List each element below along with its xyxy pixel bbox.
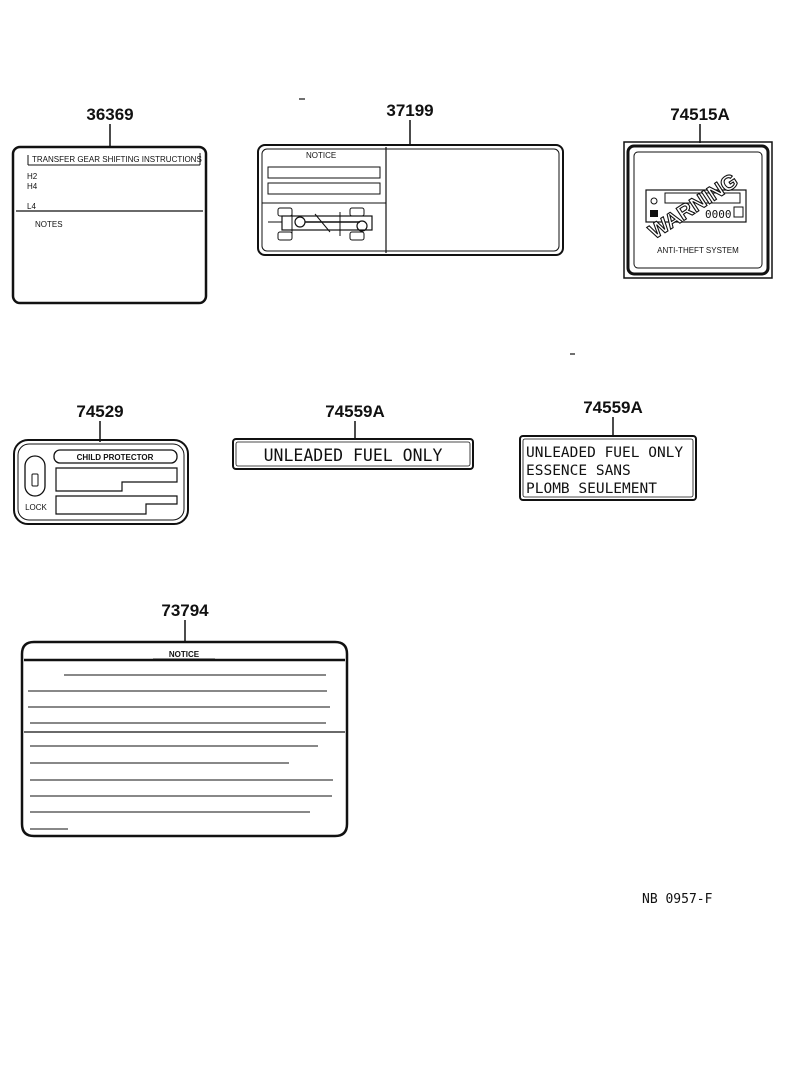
label-36369: 36369 TRANSFER GEAR SHIFTING INSTRUCTION…: [11, 105, 208, 305]
label-74515A: 74515A 0000 WARNING ANTI-THEFT SYSTEM: [623, 105, 773, 279]
label-outline: [623, 141, 773, 279]
vehicle-chassis-icon: [268, 207, 373, 241]
lock-knob-icon: [31, 473, 39, 487]
text-box: [267, 182, 381, 195]
text-box: [267, 166, 381, 179]
part-number-74529: 74529: [76, 402, 123, 421]
fuel-line-2: ESSENCE SANS: [526, 463, 631, 479]
unleaded-fuel-text: UNLEADED FUEL ONLY: [264, 446, 443, 465]
label-74559A-bilingual: 74559A UNLEADED FUEL ONLY ESSENCE SANS P…: [519, 398, 697, 501]
scan-speck: [299, 98, 575, 355]
indicator-panel: [645, 189, 747, 223]
label-inner-outline: [522, 438, 694, 498]
notes-label: NOTES: [35, 220, 63, 229]
label-inner-outline: [17, 443, 185, 521]
text-block: [55, 467, 178, 492]
part-number-73794: 73794: [161, 601, 209, 620]
drawing-code: NB 0957-F: [642, 892, 713, 907]
part-number-37199: 37199: [386, 101, 433, 120]
label-74559A-single: 74559A UNLEADED FUEL ONLY: [232, 402, 474, 470]
label-frame: [626, 144, 770, 276]
lock-slot-icon: [24, 455, 46, 497]
label-inner-frame: [633, 151, 763, 269]
child-protector-title: CHILD PROTECTOR: [77, 453, 154, 462]
anti-theft-caption: ANTI-THEFT SYSTEM: [657, 246, 739, 255]
display-cell: [733, 206, 744, 218]
row-h2: H2: [27, 172, 38, 181]
label-74529: 74529 CHILD PROTECTOR LOCK: [13, 402, 189, 525]
warning-title: WARNING: [645, 169, 743, 244]
label-outline: [232, 438, 474, 470]
part-number-74559A: 74559A: [583, 398, 643, 417]
lock-label: LOCK: [25, 503, 47, 512]
label-outline: [20, 640, 349, 838]
part-number-74559A: 74559A: [325, 402, 385, 421]
indicator-digits: 0000: [705, 208, 732, 221]
label-outline: [11, 145, 208, 305]
display-window: [664, 192, 741, 204]
label-inner-outline: [235, 441, 471, 467]
label-outline: [519, 435, 697, 501]
label-inner-outline: [261, 148, 560, 252]
fuel-line-1: UNLEADED FUEL ONLY: [526, 445, 683, 461]
notice-label: NOTICE: [306, 151, 336, 160]
key-icon: [650, 210, 658, 217]
label-73794: 73794 NOTICE: [20, 601, 349, 838]
label-outline: [13, 439, 189, 525]
text-block: [55, 495, 178, 515]
transfer-title: TRANSFER GEAR SHIFTING INSTRUCTIONS: [32, 155, 202, 164]
led-icon: [650, 197, 658, 205]
fuel-line-3: PLOMB SEULEMENT: [526, 481, 657, 497]
part-number-36369: 36369: [86, 105, 133, 124]
row-l4: L4: [27, 202, 36, 211]
label-outline: [257, 144, 564, 256]
notice-text-lines: [28, 674, 333, 830]
part-number-74515A: 74515A: [670, 105, 730, 124]
title-pill: [53, 449, 178, 464]
label-37199: 37199 NOTICE: [257, 101, 564, 256]
notice-title: NOTICE: [169, 650, 200, 659]
row-h4: H4: [27, 182, 38, 191]
